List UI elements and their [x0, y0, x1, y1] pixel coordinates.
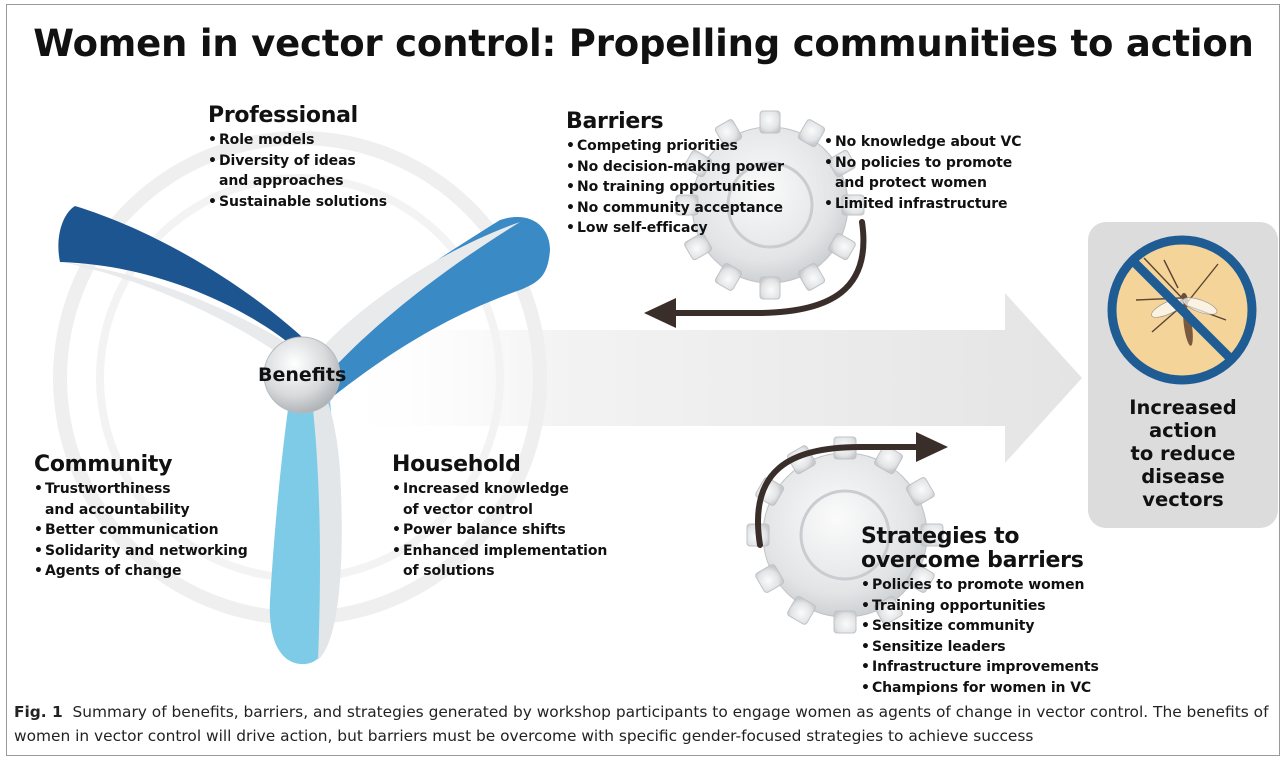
list-item: No training opportunities [566, 177, 784, 198]
list-item: Training opportunities [861, 596, 1099, 617]
strategy-arrowhead [916, 432, 948, 462]
diagram-title: Women in vector control: Propelling comm… [33, 22, 1254, 65]
list-item: Sensitize leaders [861, 637, 1099, 658]
list-item: No knowledge about VC [824, 132, 1021, 153]
hub-label: Benefits [258, 364, 347, 386]
caption-text: Summary of benefits, barriers, and strat… [14, 703, 1269, 745]
list-item: Sustainable solutions [208, 192, 387, 213]
caption-label: Fig. 1 [14, 703, 63, 721]
strategies-section: Strategies to overcome barriers Policies… [861, 525, 1099, 698]
result-line: to reduce [1130, 442, 1236, 465]
no-mosquito-icon [1107, 235, 1257, 385]
barriers-heading: Barriers [566, 109, 664, 134]
list-item: Policies to promote women [861, 575, 1099, 596]
strategies-heading-line1: Strategies to [861, 524, 1020, 549]
professional-section: Professional Role models Diversity of id… [208, 104, 387, 212]
barriers-list-1: Competing priorities No decision-making … [566, 136, 784, 239]
barriers-list-2: No knowledge about VC No policies to pro… [824, 132, 1021, 214]
barrier-arrowhead [644, 298, 676, 328]
strategies-list: Policies to promote women Training oppor… [861, 575, 1099, 698]
strategy-curved-arrow [755, 444, 923, 548]
list-item: Champions for women in VC [861, 678, 1099, 699]
professional-heading: Professional [208, 103, 358, 128]
list-item: Power balance shifts [392, 520, 607, 541]
result-line: action [1148, 419, 1217, 442]
list-item: Infrastructure improvements [861, 657, 1099, 678]
result-line: vectors [1142, 488, 1224, 511]
blade-community-edge [312, 395, 342, 660]
barrier-curved-arrow [667, 219, 867, 316]
list-item: Agents of change [34, 561, 248, 582]
list-item: No decision-making power [566, 157, 784, 178]
list-item: Sensitize community [861, 616, 1099, 637]
blade-professional [58, 206, 318, 352]
propel-arrow [330, 293, 1082, 463]
list-item: Limited infrastructure [824, 194, 1021, 215]
list-item: Better communication [34, 520, 248, 541]
barriers-section: Barriers Competing priorities No decisio… [566, 110, 784, 239]
list-item: Solidarity and networking [34, 541, 248, 562]
propeller-hub [263, 336, 341, 414]
list-item: Competing priorities [566, 136, 784, 157]
result-line: Increased [1129, 396, 1237, 419]
blade-household-edge [318, 222, 520, 372]
list-item: Low self-efficacy [566, 218, 784, 239]
figure-frame [6, 4, 1280, 756]
list-item: No community acceptance [566, 198, 784, 219]
figure-caption: Fig. 1 Summary of benefits, barriers, an… [14, 700, 1276, 748]
household-heading: Household [392, 452, 521, 477]
barriers-section-col2: No knowledge about VC No policies to pro… [824, 132, 1021, 214]
community-heading: Community [34, 452, 173, 477]
blade-household [318, 216, 550, 395]
result-text: Increased action to reduce disease vecto… [1088, 396, 1278, 511]
result-line: disease [1141, 465, 1225, 488]
list-item: Role models [208, 130, 387, 151]
strategies-heading-line2: overcome barriers [861, 548, 1084, 573]
propeller [58, 206, 550, 665]
